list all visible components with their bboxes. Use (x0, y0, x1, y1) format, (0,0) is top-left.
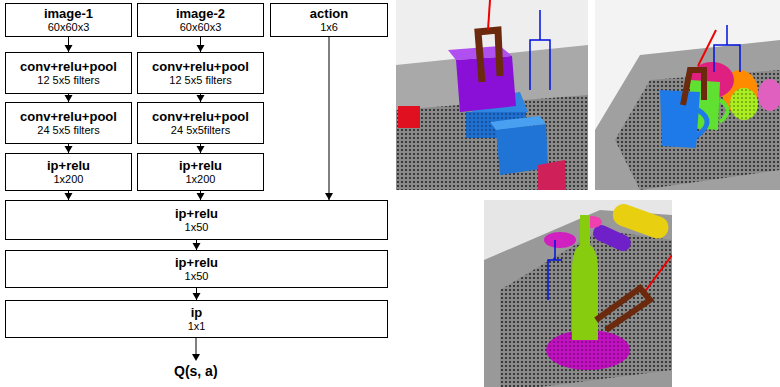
layer-box: conv+relu+pool12 5x5 filters (137, 52, 264, 94)
flow-arrow (197, 191, 205, 200)
flow-arrow (197, 94, 205, 102)
layer-size: 24 5x5 filters (37, 124, 99, 137)
flow-arrow (197, 37, 205, 52)
layer-size: 1x200 (186, 173, 216, 186)
layer-name: ip+relu (175, 255, 218, 270)
layer-name: action (310, 6, 348, 21)
flow-arrow (193, 288, 201, 300)
layer-name: ip+relu (47, 158, 90, 173)
layer-name: conv+relu+pool (20, 109, 117, 124)
layer-name: conv+relu+pool (20, 59, 117, 74)
layer-box: ip+relu1x50 (5, 250, 388, 288)
layer-size: 12 5x5 filters (169, 74, 231, 87)
layer-size: 1x6 (320, 21, 338, 34)
layer-box: conv+relu+pool24 5x5 filters (5, 102, 132, 144)
flow-arrow (65, 144, 73, 153)
layer-name: image-2 (176, 6, 225, 21)
layer-size: 24 5x5filters (171, 124, 230, 137)
layer-box: action1x6 (270, 3, 388, 37)
layer-size: 1x50 (185, 221, 209, 234)
layer-box: ip+relu1x200 (137, 153, 264, 191)
layer-name: image-1 (44, 6, 93, 21)
flow-arrow (65, 94, 73, 102)
layer-size: 12 5x5 filters (37, 74, 99, 87)
layer-size: 60x60x3 (180, 21, 222, 34)
layer-box: conv+relu+pool24 5x5filters (137, 102, 264, 144)
output-label: Q(s, a) (174, 363, 218, 379)
flow-arrow (325, 37, 333, 200)
flow-arrow (193, 240, 201, 250)
flow-arrow (65, 191, 73, 200)
layer-size: 1x1 (188, 320, 206, 333)
layer-box: ip+relu1x200 (5, 153, 132, 191)
layer-name: ip+relu (175, 206, 218, 221)
layer-box: image-260x60x3 (137, 3, 264, 37)
layer-size: 60x60x3 (48, 21, 90, 34)
layer-box: image-160x60x3 (5, 3, 132, 37)
layer-name: ip (191, 305, 203, 320)
layer-box: conv+relu+pool12 5x5 filters (5, 52, 132, 94)
layer-size: 1x200 (54, 173, 84, 186)
flow-arrow (65, 37, 73, 52)
flow-arrow (197, 144, 205, 153)
layer-name: conv+relu+pool (152, 59, 249, 74)
layer-name: conv+relu+pool (152, 109, 249, 124)
layer-box: ip1x1 (5, 300, 388, 338)
layer-name: ip+relu (179, 158, 222, 173)
layer-size: 1x50 (185, 270, 209, 283)
layer-box: ip+relu1x50 (5, 200, 388, 240)
